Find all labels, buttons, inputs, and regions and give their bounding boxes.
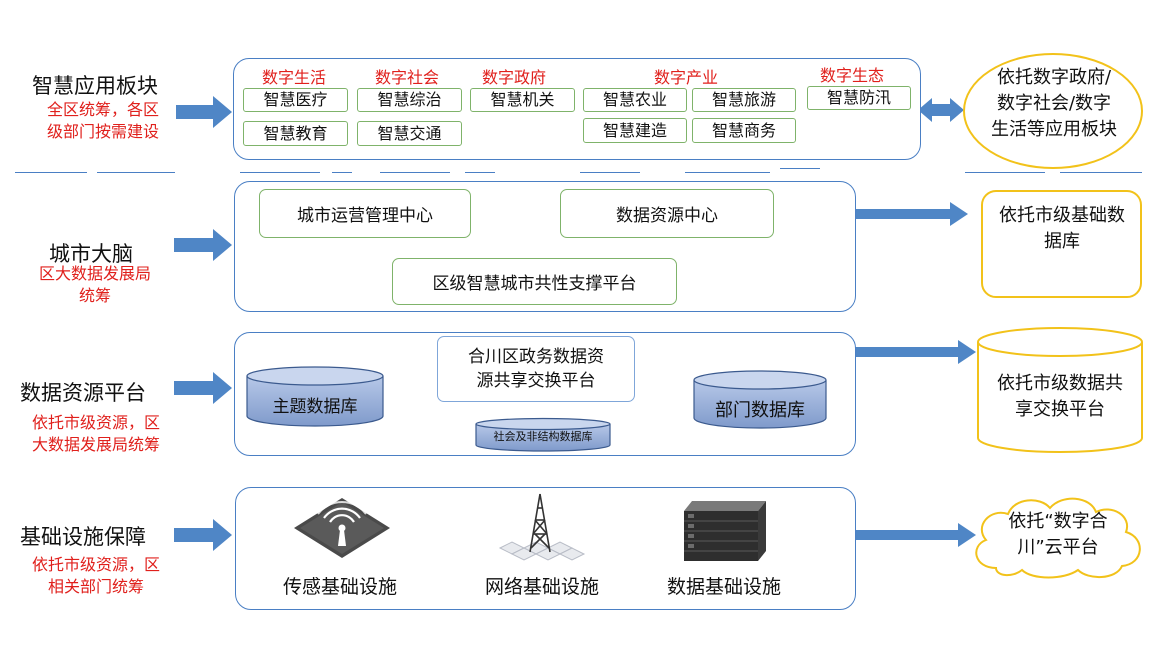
right-cylinder-data (977, 327, 1143, 453)
right-line: 依托市级基础数 (999, 205, 1125, 226)
box-data-resource-center: 数据资源中心 (560, 189, 774, 238)
box-exchange-platform: 合川区政务数据资 源共享交换平台 (437, 336, 635, 402)
separator-1 (1060, 172, 1142, 173)
item-smart-tourism: 智慧旅游 (692, 88, 796, 112)
right-text-app: 依托数字政府/ 数字社会/数字 生活等应用板块 (972, 65, 1136, 143)
right-line: 依托市级数据共 (997, 373, 1123, 394)
right-text-infra: 依托“数字合 川”云平台 (980, 509, 1136, 561)
note-line: 级部门按需建设 (46, 122, 159, 141)
note-line: 依托市级资源，区 (31, 413, 160, 432)
separator-1 (580, 172, 640, 173)
category-digital-life: 数字生活 (262, 68, 327, 87)
right-line: 据库 (1044, 231, 1080, 252)
double-arrow-app (918, 98, 964, 122)
layer-note-app: 全区统筹，各区 级部门按需建设 (28, 99, 178, 143)
category-digital-government: 数字政府 (482, 68, 547, 87)
layer-title-app: 智慧应用板块 (32, 74, 158, 98)
exchange-line: 合川区政务数据资 (468, 347, 604, 367)
right-line: 依托“数字合 (1008, 511, 1108, 532)
tower-icon (498, 493, 586, 561)
separator-1 (965, 172, 1045, 173)
arrow-infra (174, 519, 232, 551)
category-digital-industry: 数字产业 (654, 68, 719, 87)
label-data-infra: 数据基础设施 (666, 576, 781, 598)
right-rect-brain (981, 190, 1142, 298)
layer-note-brain: 区大数据发展局 统筹 (20, 263, 170, 307)
layer-note-infra: 依托市级资源，区 相关部门统筹 (16, 554, 176, 598)
exchange-line: 源共享交换平台 (476, 371, 596, 391)
note-line: 依托市级资源，区 (31, 555, 160, 574)
separator-1 (97, 172, 175, 173)
server-icon (684, 501, 766, 561)
item-smart-construction: 智慧建造 (583, 118, 687, 143)
sensor-icon (294, 498, 390, 558)
item-smart-traffic: 智慧交通 (357, 121, 462, 146)
separator-1 (685, 172, 770, 173)
label-sensor-infra: 传感基础设施 (282, 576, 397, 598)
box-common-support-platform: 区级智慧城市共性支撑平台 (392, 258, 677, 305)
db-dept-cylinder (693, 370, 827, 429)
item-smart-agency: 智慧机关 (470, 88, 575, 112)
separator-1 (780, 168, 820, 169)
separator-1 (15, 172, 87, 173)
layer-title-infra: 基础设施保障 (20, 525, 146, 549)
item-smart-medical: 智慧医疗 (243, 88, 348, 112)
db-social-label: 社会及非结构数据库 (493, 430, 593, 443)
right-line: 生活等应用板块 (991, 119, 1117, 140)
category-digital-society: 数字社会 (375, 68, 440, 87)
item-smart-governance: 智慧综治 (357, 88, 462, 112)
db-theme-cylinder (246, 366, 384, 427)
separator-1 (465, 172, 495, 173)
double-arrow-brain (778, 202, 968, 226)
category-digital-ecology: 数字生态 (820, 66, 885, 85)
note-line: 相关部门统筹 (47, 577, 144, 596)
note-line: 统筹 (78, 286, 111, 305)
right-text-data: 依托市级数据共 享交换平台 (978, 371, 1142, 423)
item-smart-commerce: 智慧商务 (692, 118, 796, 143)
item-smart-flood-control: 智慧防汛 (807, 86, 911, 110)
item-smart-education: 智慧教育 (243, 121, 348, 146)
separator-1 (380, 172, 450, 173)
right-cloud-infra (975, 497, 1141, 579)
arrow-app (176, 96, 232, 128)
arrow-data (174, 372, 232, 404)
arrow-brain (174, 229, 232, 261)
right-text-brain: 依托市级基础数 据库 (983, 203, 1141, 255)
layer-note-data: 依托市级资源，区 大数据发展局统筹 (16, 412, 176, 456)
layer-title-brain: 城市大脑 (49, 242, 133, 266)
separator-1 (332, 172, 352, 173)
db-social-cylinder (475, 417, 611, 452)
db-dept-label: 部门数据库 (715, 400, 805, 421)
item-smart-agriculture: 智慧农业 (583, 88, 687, 112)
db-theme-label: 主题数据库 (272, 397, 358, 417)
right-line: 数字社会/数字 (996, 93, 1112, 114)
right-line: 依托数字政府/ (996, 67, 1112, 88)
right-line: 享交换平台 (1015, 399, 1105, 420)
double-arrow-infra (767, 523, 976, 547)
note-line: 大数据发展局统筹 (31, 435, 160, 454)
box-city-ops-center: 城市运营管理中心 (259, 189, 471, 238)
label-network-infra: 网络基础设施 (484, 576, 599, 598)
note-line: 全区统筹，各区 (46, 100, 159, 119)
right-line: 川”云平台 (1017, 537, 1099, 558)
note-line: 区大数据发展局 (38, 264, 151, 283)
right-oval-app (963, 53, 1143, 169)
layer-title-data: 数据资源平台 (20, 381, 146, 405)
separator-1 (240, 172, 320, 173)
